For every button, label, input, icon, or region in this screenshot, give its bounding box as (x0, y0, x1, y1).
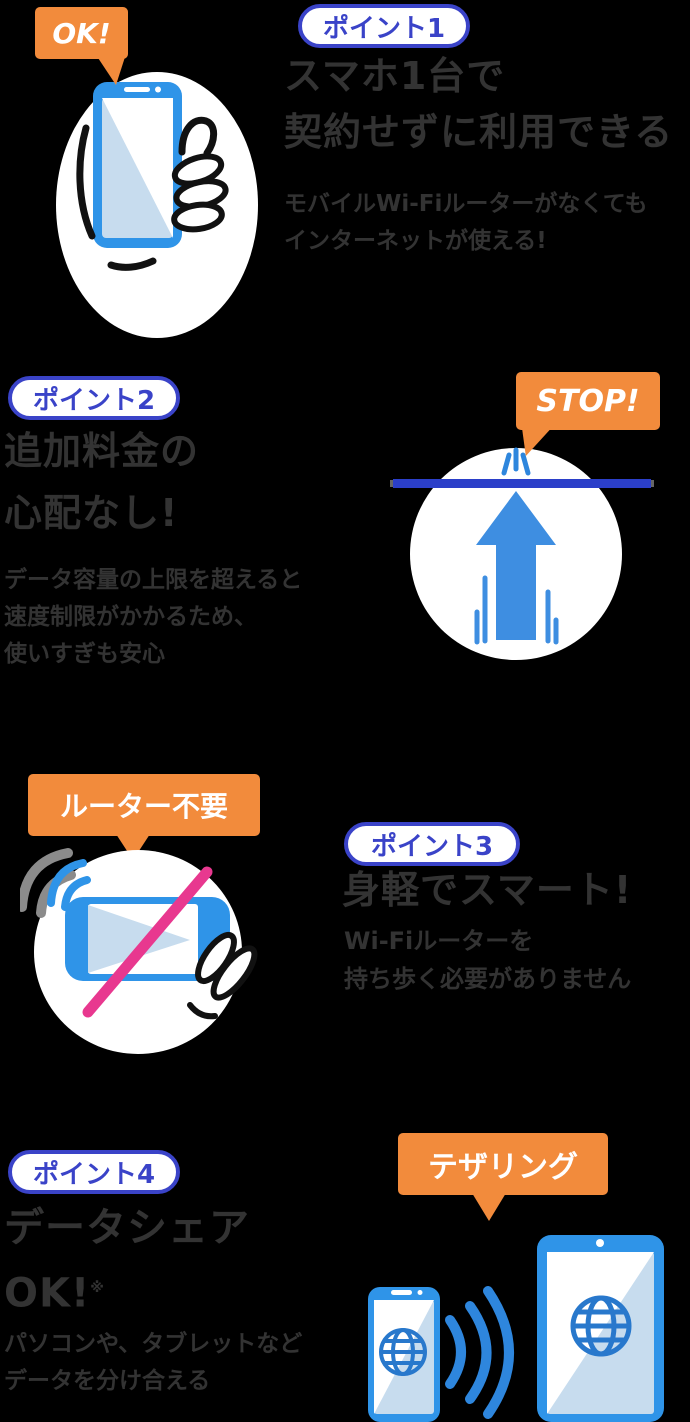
fingers (171, 153, 229, 233)
prohibition-slash (82, 866, 213, 1018)
globe-icon (379, 1328, 427, 1376)
point2-body-line1: データ容量の上限を超えると (4, 567, 303, 593)
signal-arcs-icon (445, 1286, 514, 1419)
point3-badge: ポイント3 (344, 822, 520, 866)
point3-body: Wi-Fiルーターを 持ち歩く必要がありません (344, 922, 631, 998)
point1-body: モバイルWi-Fiルーターがなくても インターネットが使える! (284, 186, 648, 260)
point2-body: データ容量の上限を超えると 速度制限がかかるため、 使いすぎも安心 (4, 562, 302, 673)
point1-body-line1: モバイルWi-Fiルーターがなくても (284, 191, 648, 217)
stop-bubble-label: STOP! (536, 383, 640, 419)
point4-heading-line1: データシェア (4, 1205, 250, 1251)
point3-badge-label: ポイント3 (370, 831, 494, 862)
tethering-bubble-label: テザリング (428, 1150, 578, 1185)
smartphone-in-hand-illustration (56, 72, 258, 338)
limit-bar (393, 479, 651, 488)
no-router-speech-bubble: ルーター不要 (28, 774, 260, 860)
point2-badge: ポイント2 (8, 376, 180, 420)
point1-body-line2: インターネットが使える! (284, 228, 547, 254)
point4-heading-line2: OK!※ (4, 1258, 250, 1323)
ok-speech-bubble: OK! (35, 7, 128, 85)
ok-bubble-label: OK! (52, 16, 111, 50)
point1-badge-label: ポイント1 (322, 13, 446, 44)
hand-fingers (195, 932, 258, 1001)
point2-heading-line2: 心配なし! (4, 491, 179, 535)
wifi-arcs-icon (47, 859, 91, 911)
tethering-bubble-tail (472, 1193, 506, 1221)
phone-device (368, 1287, 440, 1422)
point3-body-line1: Wi-Fiルーターを (344, 927, 534, 955)
point1-heading: スマホ1台で 契約せずに利用できる (284, 48, 673, 160)
point4-heading: データシェア OK!※ (4, 1198, 250, 1323)
point2-badge-label: ポイント2 (32, 385, 156, 416)
limit-stop-illustration (390, 447, 654, 660)
impact-burst (501, 447, 531, 476)
point4-heading-note: ※ (90, 1280, 105, 1296)
tethering-devices-illustration (368, 1235, 664, 1422)
hand-outline (76, 116, 218, 271)
speed-lines (474, 575, 559, 645)
point1-badge: ポイント1 (298, 4, 470, 48)
crossed-out-router-illustration (20, 848, 258, 1054)
up-arrow (476, 491, 556, 640)
point2-body-line2: 速度制限がかかるため、 (4, 604, 257, 630)
point1-heading-line1: スマホ1台で (284, 54, 506, 98)
stop-speech-bubble: STOP! (516, 372, 660, 456)
point3-body-line2: 持ち歩く必要がありません (344, 965, 632, 993)
no-router-bubble-label: ルーター不要 (59, 790, 228, 823)
point3-heading: 身軽でスマート! (342, 862, 632, 918)
point3-heading-line1: 身軽でスマート! (342, 868, 633, 912)
tablet-device (537, 1235, 664, 1422)
point2-heading-line1: 追加料金の (4, 429, 200, 473)
point4-heading-ok: OK! (4, 1270, 91, 1317)
point4-badge-label: ポイント4 (32, 1159, 156, 1190)
point2-heading: 追加料金の 心配なし! (4, 420, 199, 544)
tethering-speech-bubble: テザリング (398, 1133, 608, 1221)
point4-body-line2: データを分け合える (4, 1368, 211, 1394)
point4-body: パソコンや、タブレットなど データを分け合える (4, 1326, 302, 1400)
point4-body-line1: パソコンや、タブレットなど (4, 1331, 303, 1357)
point1-heading-line2: 契約せずに利用できる (284, 110, 674, 154)
globe-icon-large (570, 1295, 632, 1357)
point4-badge: ポイント4 (8, 1150, 180, 1194)
point2-body-line3: 使いすぎも安心 (4, 641, 165, 667)
